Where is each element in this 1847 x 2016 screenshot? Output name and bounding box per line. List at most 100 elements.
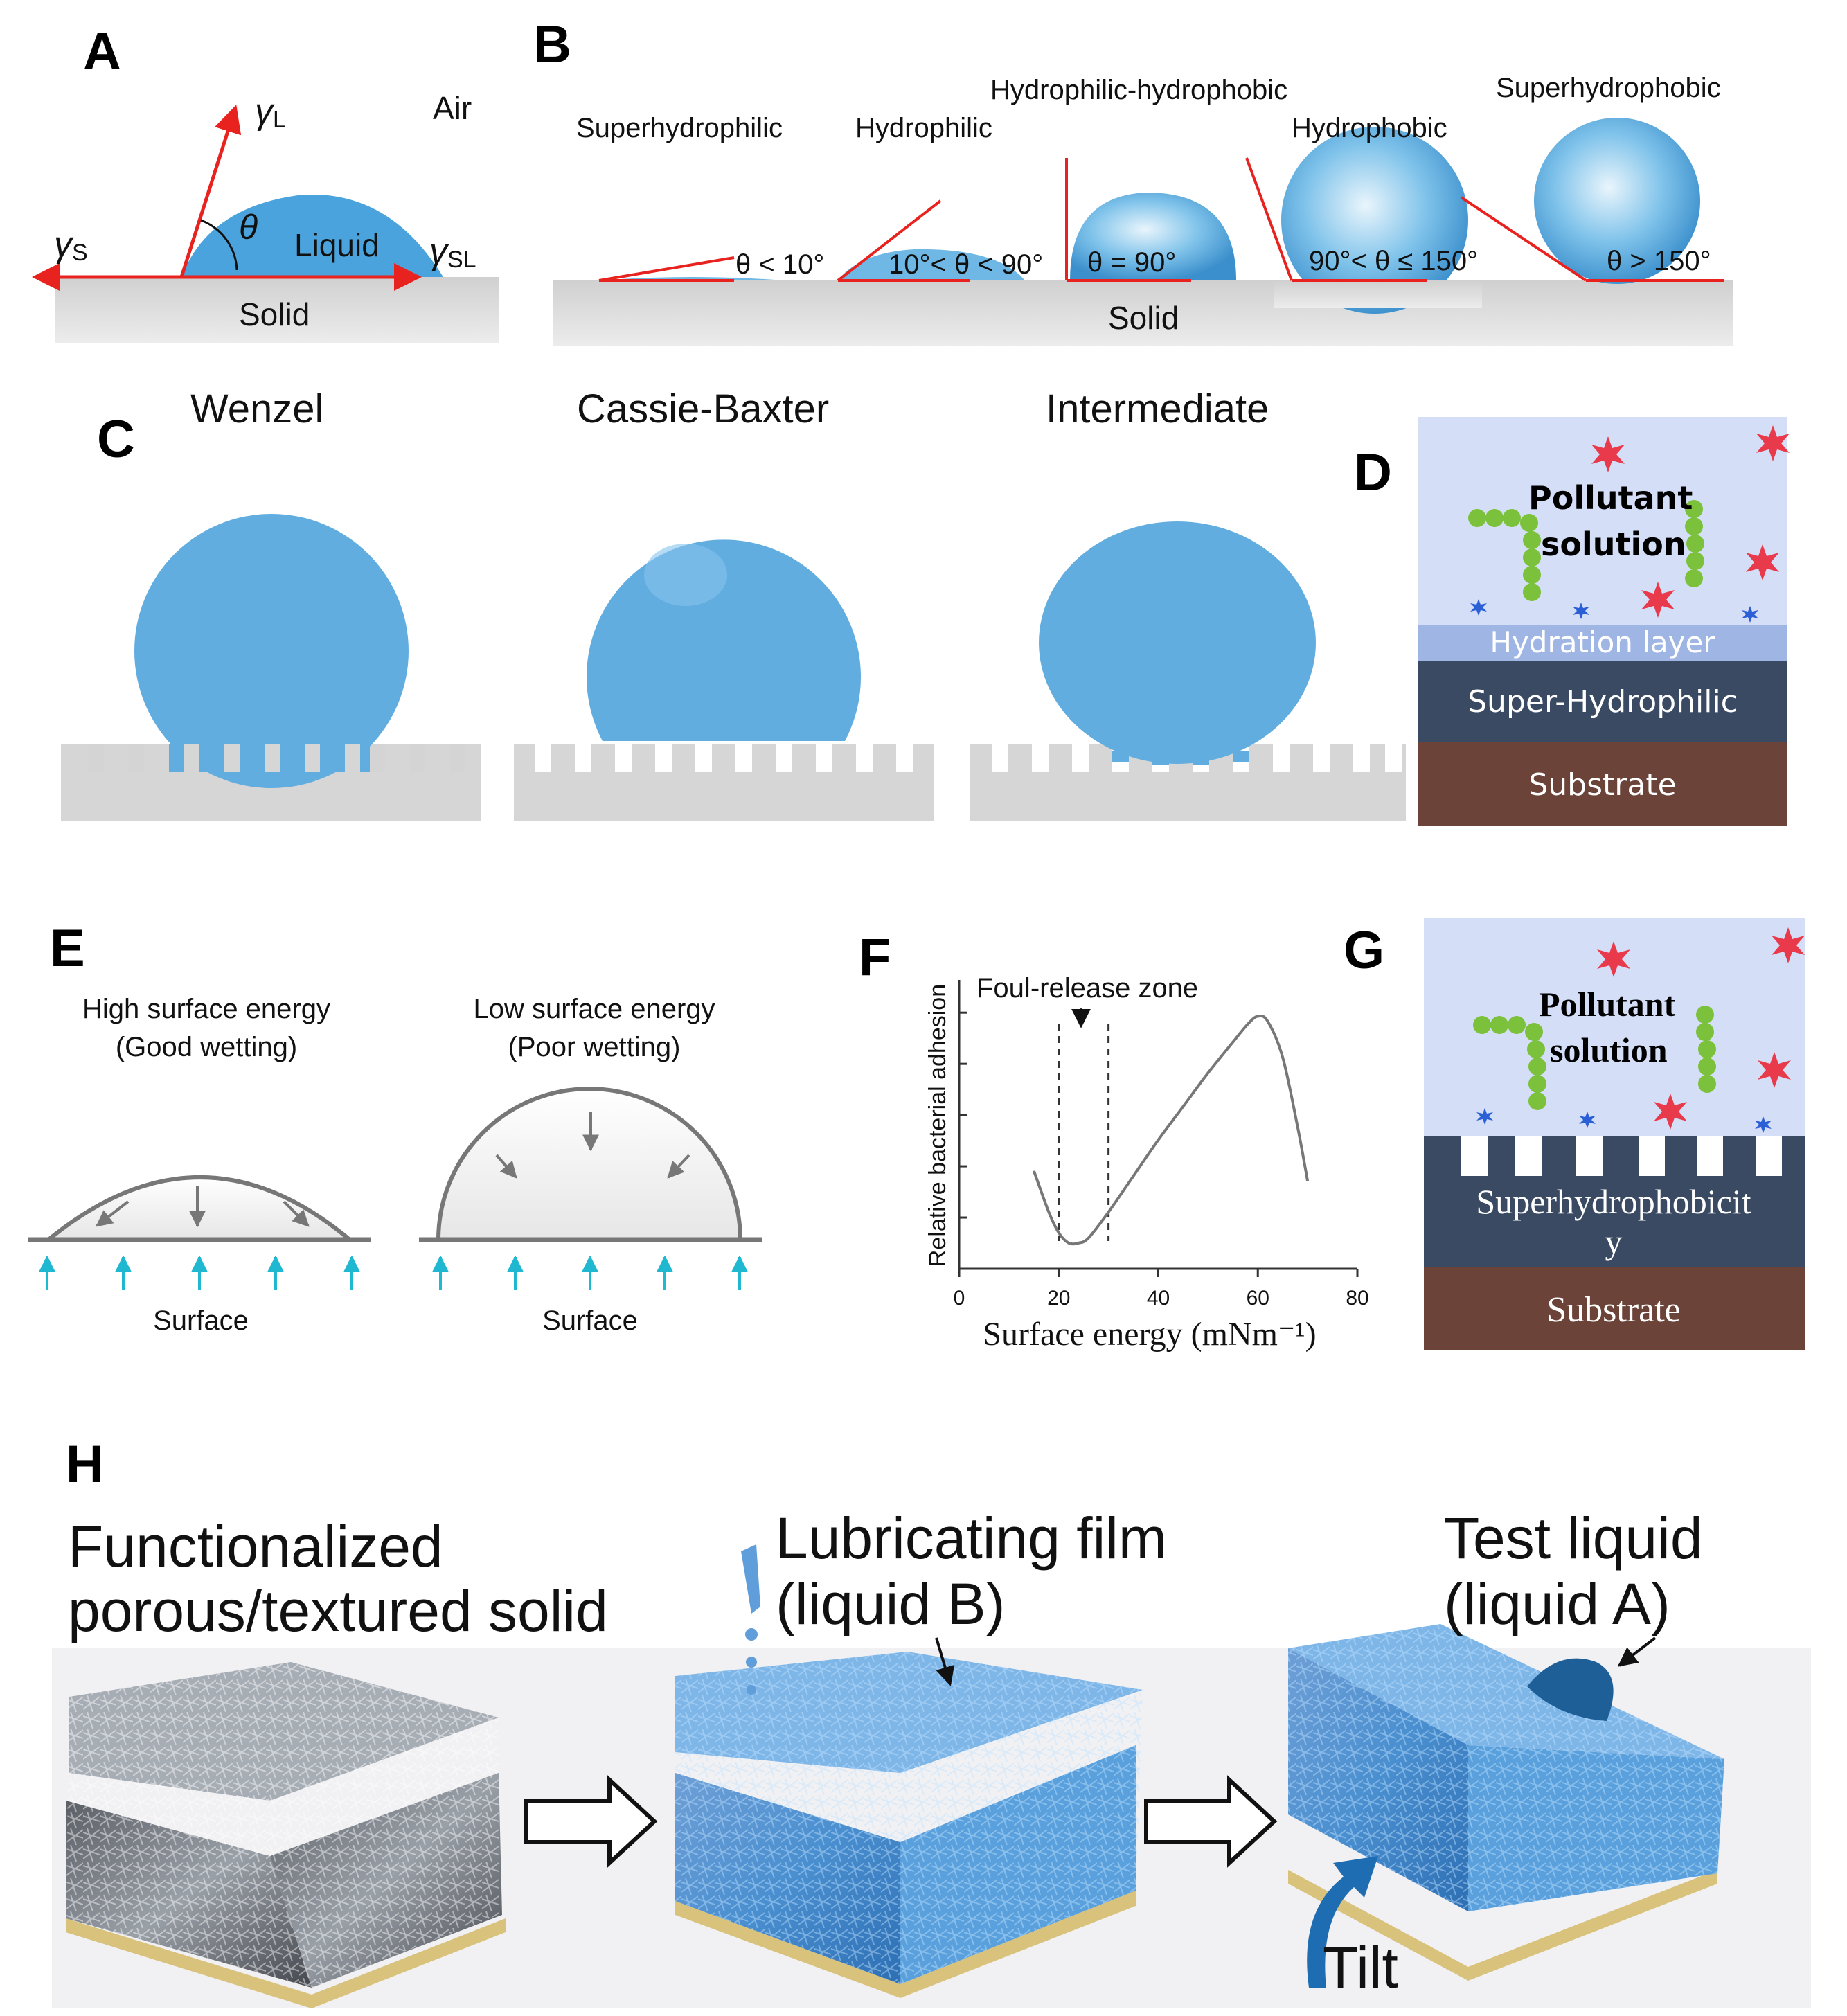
c-cassie [514,539,934,821]
c-title-cassie: Cassie-Baxter [577,386,829,431]
b1-tangent [598,256,735,282]
f-x-tick-label: 60 [1247,1287,1269,1310]
g-substrate-layer [1424,1267,1805,1350]
theta-arc [200,219,238,271]
b-cat-2-angle: 10°< θ < 90° [889,249,1043,280]
h2-drip [741,1544,760,1614]
h-right-line2: (liquid A) [1444,1571,1670,1636]
d-layer-superhydrophilic: Super-Hydrophilic [1467,684,1738,720]
g-layer-line2: y [1605,1222,1623,1261]
e-surface-right: Surface [542,1305,638,1336]
d-pollutant-line1: Pollutant [1528,479,1693,517]
solid-label-a: Solid [239,296,310,332]
drop-hydrophobic [1281,127,1468,314]
c1-p5 [345,744,360,772]
c-title-wenzel: Wenzel [190,386,323,431]
e-arrow [667,1154,690,1179]
b4-mask [1274,280,1482,308]
h-mid-line2: (liquid B) [776,1571,1005,1636]
panel-a-letter: A [83,22,121,81]
h-right-line1: Test liquid [1444,1506,1703,1571]
panel-d-letter: D [1354,443,1392,502]
b-cat-1-angle: θ < 10° [735,249,824,280]
g-pollutant-line1: Pollutant [1539,985,1676,1024]
d-substrate-layer [1418,742,1787,826]
b-cat-5-name: Superhydrophobic [1496,73,1721,103]
gamma-s-label: γS [54,224,88,266]
b5-tangent [1460,196,1587,282]
e-right-title2: (Poor wetting) [508,1032,681,1062]
c-title-intermediate: Intermediate [1046,386,1269,431]
e-surface-left: Surface [153,1305,249,1336]
c1-p2 [224,744,240,772]
h1-base [66,1918,506,2008]
panel-c-letter: C [97,410,135,469]
drop-90 [1070,193,1236,280]
h-arrow-right-icon [524,1775,658,1868]
e-left-cyan-arrows [39,1255,360,1290]
e-right-dome [436,1087,743,1242]
c-wenzel [61,514,481,821]
h1-texture [66,1662,499,1988]
c2-grooves [535,744,913,772]
d-bead-chain-left [1468,509,1541,601]
e-right-cyan-arrows [432,1255,748,1290]
h2-drop [746,1657,757,1668]
air-label: Air [433,90,472,126]
panel-g-letter: G [1344,921,1384,980]
h2-base [675,1891,1136,1998]
h-film-pointer [935,1637,955,1686]
f-x-tick-label: 20 [1047,1287,1070,1310]
tilt-arrow-icon [1307,1856,1378,1988]
theta-label: θ [239,208,258,247]
panel-c: C Wenzel Cassie-Baxter Intermediate [61,386,1406,821]
h-block-lubricated [675,1544,1143,1998]
f-y-ticks [959,1011,967,1219]
f-y-label: Relative bacterial adhesion [925,984,951,1267]
b-cat-5-angle: θ > 150° [1607,246,1711,276]
panel-a-drop [181,194,443,277]
c-intermediate [970,521,1406,821]
c1-p1 [184,744,199,772]
c1-p4 [305,744,320,772]
solid-label-b: Solid [1108,300,1179,336]
panel-h: H [52,1435,1811,2008]
c3-pen3 [1193,751,1209,765]
h-block-porous-solid [66,1662,506,2008]
b-cat-3-name: Hydrophilic-hydrophobic [990,75,1287,105]
c1-p3 [265,744,280,772]
g-bead-chain-left [1473,1016,1546,1110]
g-layer-line1: Superhydrophobicit [1476,1182,1751,1221]
h-left-line2: porous/textured solid [68,1578,608,1643]
d-layer-hydration: Hydration layer [1490,625,1715,659]
d-layer-substrate: Substrate [1528,767,1676,803]
h3-texture [1288,1624,1724,1911]
e-arrow [96,1200,130,1227]
h-left-line1: Functionalized [68,1514,443,1579]
e-right-title1: Low surface energy [473,994,715,1024]
g-substrate-label: Substrate [1546,1290,1681,1330]
b-cat-4-name: Hydrophobic [1292,113,1447,143]
d-pollutant-line2: solution [1541,526,1686,563]
d-bead-chain-right [1685,500,1704,587]
panel-b: B Superhydrophilic θ < 10° Hydrophilic 1… [533,15,1733,346]
h-block-tilted [1288,1624,1724,1988]
f-x-label: Surface energy (mNm⁻¹) [983,1316,1316,1353]
d-super-hydrophilic-layer [1418,661,1787,742]
b-cat-1-name: Superhydrophilic [576,113,783,143]
g-micro-pillars [1461,1136,1782,1176]
gamma-l-arrow [179,105,242,278]
e-left-dome [42,1175,356,1242]
panel-b-solid [553,280,1733,346]
b-cat-2-name: Hydrophilic [855,113,992,143]
h2-drop [747,1685,756,1695]
c3-pen4 [1233,751,1249,762]
b-cat-4-angle: 90°< θ ≤ 150° [1309,246,1478,276]
panel-e: E High surface energy (Good wetting) Low… [28,919,762,1336]
drop-hydrophilic [838,249,1025,280]
h-mid-line1: Lubricating film [776,1506,1167,1571]
c2-highlight [644,544,727,606]
g-pollutant-line2: solution [1550,1031,1668,1069]
